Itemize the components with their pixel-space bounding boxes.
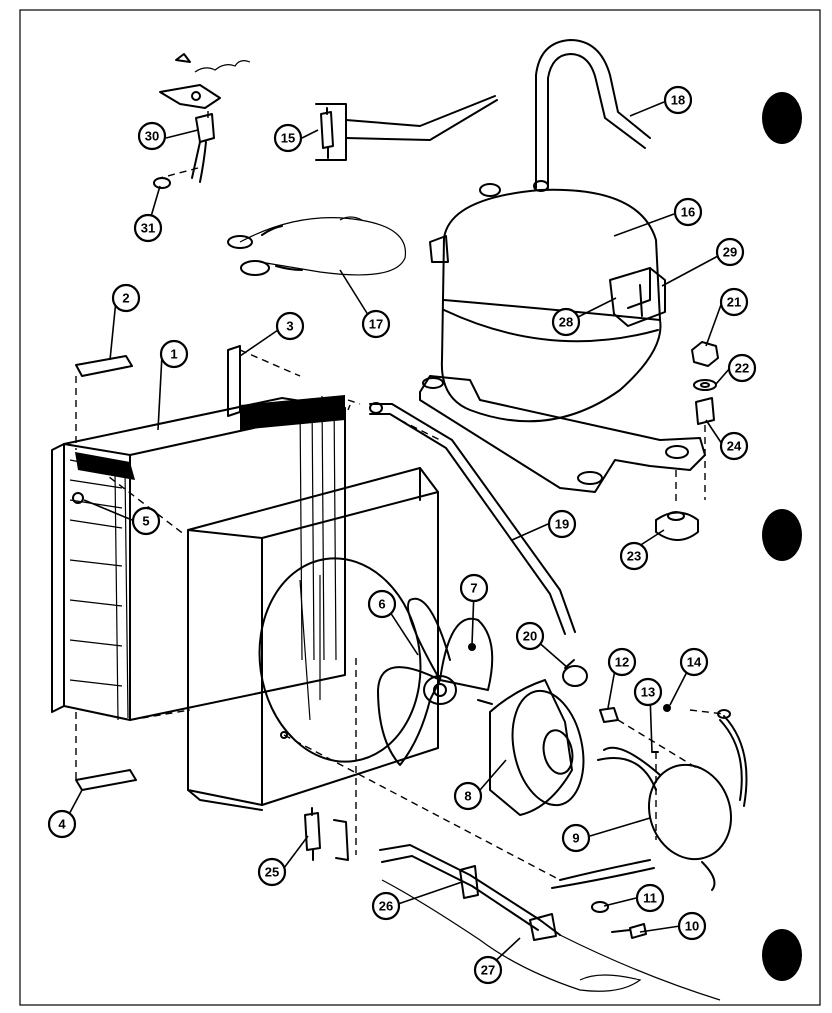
callout-30-label: 30 <box>145 129 159 144</box>
callout-5: 5 <box>131 506 161 536</box>
callout-25: 25 <box>257 857 287 887</box>
callout-10-label: 10 <box>685 919 699 934</box>
callout-16-label: 16 <box>681 205 695 220</box>
callout-15-label: 15 <box>281 131 295 146</box>
fan-shroud <box>187 467 439 811</box>
callout-10: 10 <box>677 911 707 941</box>
callout-5-label: 5 <box>142 514 149 529</box>
condenser-coil <box>51 395 346 721</box>
mounting-hardware <box>655 341 719 541</box>
callout-28-label: 28 <box>559 315 573 330</box>
callout-6: 6 <box>367 589 397 619</box>
callout-19: 19 <box>547 509 577 539</box>
page-border <box>19 9 821 1006</box>
capillary-loop <box>227 216 407 276</box>
callout-21-label: 21 <box>727 295 741 310</box>
callout-4: 4 <box>47 809 77 839</box>
part-25 <box>304 807 349 861</box>
callout-8: 8 <box>453 781 483 811</box>
callout-2-label: 2 <box>122 291 129 306</box>
discharge-tube <box>535 39 651 181</box>
callout-17: 17 <box>361 309 391 339</box>
callout-16: 16 <box>673 197 703 227</box>
callout-11: 11 <box>635 883 665 913</box>
assembly-guides <box>99 399 725 881</box>
motor-bracket <box>551 709 748 891</box>
bracket-assembly <box>153 53 251 189</box>
fan-blade <box>377 597 494 766</box>
callout-22: 22 <box>727 353 757 383</box>
callout-24-label: 24 <box>727 439 742 454</box>
callout-29: 29 <box>715 237 745 267</box>
callout-19-label: 19 <box>555 517 569 532</box>
drier-tube <box>315 95 498 161</box>
callout-31: 31 <box>133 213 163 243</box>
callout-22-label: 22 <box>735 361 749 376</box>
callout-2: 2 <box>111 283 141 313</box>
callout-30: 30 <box>137 121 167 151</box>
leader-lines <box>65 101 731 967</box>
callout-26-label: 26 <box>379 899 393 914</box>
binder-hole-top <box>762 92 802 144</box>
callout-7-label: 7 <box>470 581 477 596</box>
callout-15: 15 <box>273 123 303 153</box>
callout-23: 23 <box>619 541 649 571</box>
callout-3-label: 3 <box>286 319 293 334</box>
callout-12-label: 12 <box>615 655 629 670</box>
callout-20-label: 20 <box>523 629 537 644</box>
callout-14-label: 14 <box>687 655 702 670</box>
callout-1: 1 <box>159 339 189 369</box>
callout-27: 27 <box>473 955 503 985</box>
callout-9-label: 9 <box>572 831 579 846</box>
callout-25-label: 25 <box>265 865 279 880</box>
callout-21: 21 <box>719 287 749 317</box>
callout-20: 20 <box>515 621 545 651</box>
coil-brackets <box>75 345 301 791</box>
binder-hole-middle <box>762 509 802 561</box>
callout-7: 7 <box>459 573 489 603</box>
callout-3: 3 <box>275 311 305 341</box>
callout-26: 26 <box>371 891 401 921</box>
callout-8-label: 8 <box>464 789 471 804</box>
callout-17-label: 17 <box>369 317 383 332</box>
callout-31-label: 31 <box>141 221 155 236</box>
callout-18: 18 <box>663 85 693 115</box>
callout-11-label: 11 <box>643 891 657 906</box>
capillary-tubing <box>379 844 721 1001</box>
compressor <box>419 179 706 493</box>
callout-29-label: 29 <box>723 245 737 260</box>
part-20 <box>562 659 588 687</box>
callout-23-label: 23 <box>627 549 641 564</box>
callout-13: 13 <box>633 677 663 707</box>
binder-hole-bottom <box>762 929 802 981</box>
callout-12: 12 <box>607 647 637 677</box>
fan-motor <box>477 679 585 816</box>
suction-tube <box>369 402 576 635</box>
callout-1-label: 1 <box>170 347 177 362</box>
callout-27-label: 27 <box>481 963 495 978</box>
callout-14: 14 <box>679 647 709 677</box>
callout-28: 28 <box>551 307 581 337</box>
callout-9: 9 <box>561 823 591 853</box>
callout-6-label: 6 <box>378 597 385 612</box>
callout-4-label: 4 <box>58 817 66 832</box>
callout-18-label: 18 <box>671 93 685 108</box>
callout-24: 24 <box>719 431 749 461</box>
callout-13-label: 13 <box>641 685 655 700</box>
